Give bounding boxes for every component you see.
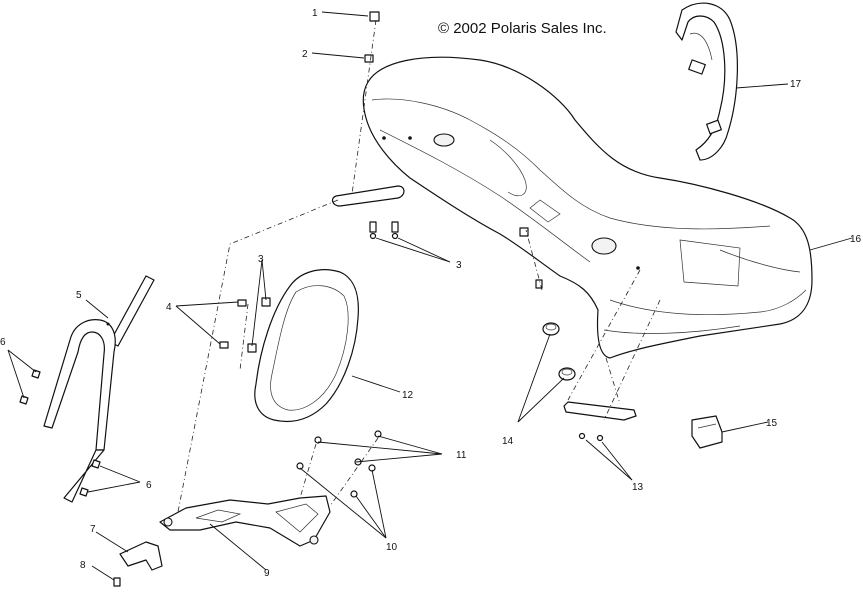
callout-15: 15 [766,418,778,429]
callout-16: 16 [850,234,862,245]
callout-10: 10 [386,542,398,553]
callout-12: 12 [402,390,414,401]
callout-9: 9 [264,568,270,579]
callout-11: 11 [456,450,467,461]
part-3-bracket-upper [331,185,405,207]
callout-3b: 3 [456,260,462,271]
part-5-backrest-frame [43,275,155,503]
callout-6a: 6 [0,337,6,348]
callout-4: 4 [166,302,172,313]
part-12-backrest-pad [254,269,359,423]
copyright-notice: © 2002 Polaris Sales Inc. [438,20,607,37]
callout-labels: 1 2 3 3 4 5 6 6 7 8 9 10 11 12 13 14 15 … [0,8,862,579]
alignment-lines [177,19,661,513]
callout-5: 5 [76,290,82,301]
hardware-fasteners [19,11,604,587]
callout-3a: 3 [258,254,264,265]
part-9-mounting-bracket [159,495,331,547]
leader-lines [7,11,853,581]
part-13-plate [563,401,637,421]
callout-1: 1 [312,8,318,19]
callout-17: 17 [790,79,802,90]
callout-8: 8 [80,560,86,571]
callout-7: 7 [90,524,96,535]
part-7-clip [119,541,163,571]
callout-14: 14 [502,436,514,447]
callout-13: 13 [632,482,644,493]
callout-2: 2 [302,49,308,60]
part-17-grab-strap [675,2,738,161]
callout-6b: 6 [146,480,152,491]
part-16-seat [362,56,813,359]
part-14-grommets [542,322,576,381]
part-15-module [691,415,723,449]
